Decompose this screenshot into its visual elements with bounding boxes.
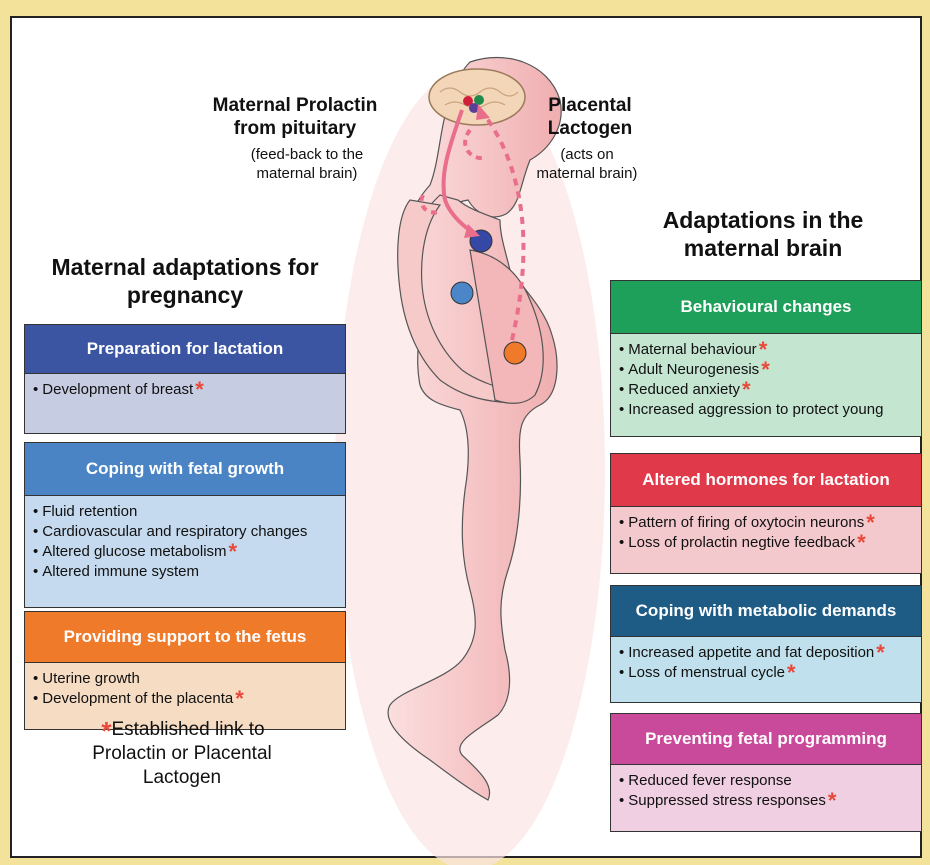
established-link-star-icon: * (761, 357, 770, 382)
bullet-icon: • (33, 503, 38, 520)
abdomen-dot (451, 282, 473, 304)
right-box-title: Altered hormones for lactation (611, 454, 921, 506)
right-box: Preventing fetal programming•Reduced fev… (610, 713, 922, 832)
established-link-star-icon: * (857, 530, 866, 555)
bullet-icon: • (619, 341, 624, 358)
bullet-icon: • (619, 534, 624, 551)
bullet-item: •Adult Neurogenesis* (619, 360, 915, 380)
bullet-item: •Fluid retention (33, 502, 339, 522)
bullet-text: Development of the placenta (42, 690, 233, 707)
bullet-icon: • (619, 381, 624, 398)
bullet-item: •Loss of prolactin negtive feedback* (619, 533, 915, 553)
bullet-icon: • (619, 792, 624, 809)
bullet-text: Reduced anxiety (628, 381, 740, 398)
bullet-text: Increased appetite and fat deposition (628, 644, 874, 661)
bullet-icon: • (33, 543, 38, 560)
bullet-item: •Altered glucose metabolism* (33, 542, 339, 562)
bullet-text: Fluid retention (42, 503, 137, 520)
bullet-text: Development of breast (42, 381, 193, 398)
bullet-item: •Increased aggression to protect young (619, 400, 915, 420)
bullet-icon: • (619, 401, 624, 418)
bullet-icon: • (33, 563, 38, 580)
prolactin-note: (feed-back to the maternal brain) (232, 145, 382, 183)
established-link-star-icon: * (195, 377, 204, 402)
bullet-item: •Loss of menstrual cycle* (619, 663, 915, 683)
bullet-item: •Reduced anxiety* (619, 380, 915, 400)
right-box-body: •Pattern of firing of oxytocin neurons*•… (611, 506, 921, 573)
bullet-item: •Increased appetite and fat deposition* (619, 643, 915, 663)
bullet-item: •Development of the placenta* (33, 689, 339, 709)
left-box-body: •Fluid retention•Cardiovascular and resp… (25, 495, 345, 607)
bullet-text: Maternal behaviour (628, 341, 756, 358)
bullet-text: Increased aggression to protect young (628, 401, 883, 418)
right-box-body: •Maternal behaviour*•Adult Neurogenesis*… (611, 333, 921, 436)
left-box: Providing support to the fetus •Uterine g… (24, 611, 346, 730)
right-heading: Adaptations in the maternal brain (633, 206, 893, 262)
bullet-item: •Altered immune system (33, 562, 339, 582)
bullet-icon: • (33, 523, 38, 540)
bullet-text: Suppressed stress responses (628, 792, 826, 809)
bullet-text: Loss of menstrual cycle (628, 664, 785, 681)
right-box-title: Preventing fetal programming (611, 714, 921, 764)
established-link-star-icon: * (876, 640, 885, 665)
bullet-item: •Pattern of firing of oxytocin neurons* (619, 513, 915, 533)
established-link-star-icon: * (229, 539, 238, 564)
lactogen-title: Placental Lactogen (540, 94, 640, 140)
placenta-dot (504, 342, 526, 364)
bullet-icon: • (619, 514, 624, 531)
footnote: *Established link to Prolactin or Placen… (60, 718, 304, 790)
bullet-item: •Uterine growth (33, 669, 339, 689)
lactogen-note: (acts on maternal brain) (532, 145, 642, 183)
left-box-body: •Development of breast* (25, 373, 345, 433)
established-link-star-icon: * (866, 510, 875, 535)
bullet-icon: • (619, 644, 624, 661)
left-box-title: Providing support to the fetus (25, 612, 345, 662)
bullet-icon: • (619, 361, 624, 378)
bullet-icon: • (619, 664, 624, 681)
bullet-item: •Suppressed stress responses* (619, 791, 915, 811)
bullet-icon: • (33, 670, 38, 687)
left-heading: Maternal adaptations for pregnancy (40, 253, 330, 309)
right-box-title: Coping with metabolic demands (611, 586, 921, 636)
bullet-item: •Development of breast* (33, 380, 339, 400)
bullet-text: Uterine growth (42, 670, 140, 687)
established-link-star-icon: * (742, 377, 751, 402)
right-box: Altered hormones for lactation •Pattern o… (610, 453, 922, 574)
left-box: Coping with fetal growth•Fluid retention… (24, 442, 346, 608)
established-link-star-icon: * (787, 660, 796, 685)
footnote-star: * (101, 716, 111, 746)
bullet-text: Altered glucose metabolism (42, 543, 226, 560)
prolactin-title: Maternal Prolactin from pituitary (195, 94, 395, 140)
bullet-text: Pattern of firing of oxytocin neurons (628, 514, 864, 531)
bullet-item: •Reduced fever response (619, 771, 915, 791)
brain-region-green (474, 95, 484, 105)
right-box: Behavioural changes•Maternal behaviour*•… (610, 280, 922, 437)
bullet-text: Reduced fever response (628, 772, 791, 789)
right-box: Coping with metabolic demands •Increased … (610, 585, 922, 703)
footnote-text: Established link to Prolactin or Placent… (92, 719, 272, 788)
bullet-icon: • (619, 772, 624, 789)
bullet-icon: • (33, 381, 38, 398)
left-box-title: Preparation for lactation (25, 325, 345, 373)
established-link-star-icon: * (828, 788, 837, 813)
left-box-title: Coping with fetal growth (25, 443, 345, 495)
bullet-item: •Cardiovascular and respiratory changes (33, 522, 339, 542)
bullet-text: Cardiovascular and respiratory changes (42, 523, 307, 540)
bullet-text: Adult Neurogenesis (628, 361, 759, 378)
bullet-icon: • (33, 690, 38, 707)
bullet-text: Loss of prolactin negtive feedback (628, 534, 855, 551)
right-box-body: •Increased appetite and fat deposition*•… (611, 636, 921, 702)
right-box-title: Behavioural changes (611, 281, 921, 333)
bullet-text: Altered immune system (42, 563, 199, 580)
right-box-body: •Reduced fever response•Suppressed stres… (611, 764, 921, 831)
left-box: Preparation for lactation •Development of… (24, 324, 346, 434)
established-link-star-icon: * (235, 686, 244, 711)
